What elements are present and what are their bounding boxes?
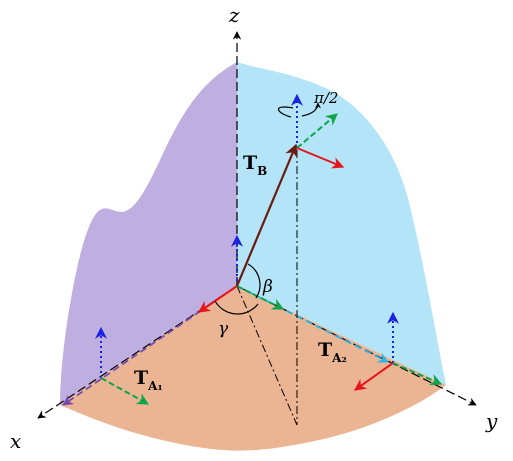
ta2-label-main: T	[318, 339, 332, 361]
ta2-x-vector	[354, 362, 394, 391]
ta1-label: TA₁	[134, 367, 163, 393]
surface-xy-plane	[60, 286, 446, 451]
ta1-label-sub: A₁	[147, 379, 163, 393]
tb-label-main: T	[243, 152, 257, 174]
projection-ground-line	[236, 285, 298, 426]
ta2-label: TA₂	[318, 339, 347, 365]
ta2-label-sub: A₂	[331, 351, 347, 365]
rotation-angle-label: π/2	[313, 89, 338, 107]
z-axis-label: z	[228, 3, 240, 27]
y-axis-label: y	[485, 409, 498, 433]
rotation-arc-head	[301, 102, 321, 117]
x-axis-label: x	[10, 429, 21, 453]
origin-x-vector	[198, 285, 238, 313]
beta-label: β	[262, 277, 273, 297]
tb-x-vector	[296, 147, 345, 169]
beta-angle-arc	[247, 263, 261, 299]
gamma-angle-arc	[214, 300, 259, 315]
tb-label-sub: B	[257, 164, 267, 178]
rotation-arc	[277, 106, 294, 118]
gamma-label: γ	[218, 319, 229, 339]
position-vector-tb	[235, 143, 298, 287]
ta1-label-main: T	[134, 367, 148, 389]
surface-yz-plane	[237, 62, 446, 385]
tb-label: TB	[243, 152, 267, 178]
surface-xz-plane	[60, 62, 237, 405]
